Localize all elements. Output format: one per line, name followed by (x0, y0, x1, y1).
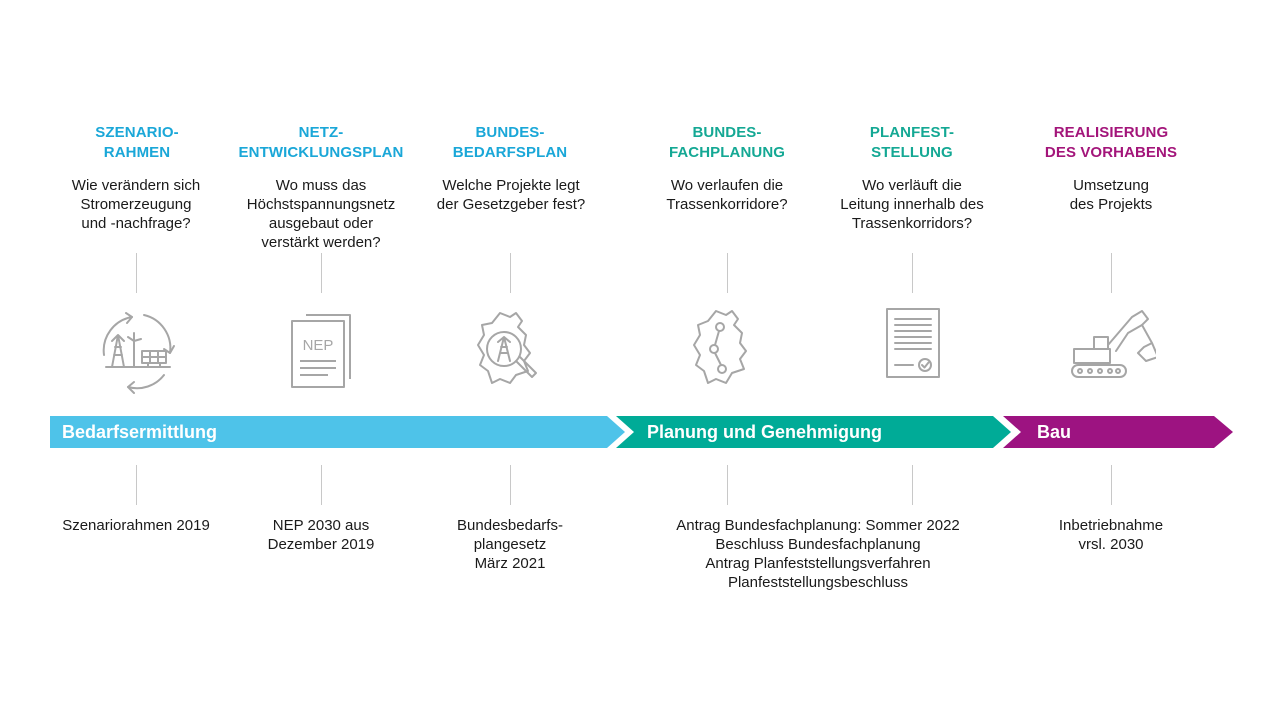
column-milestone-realisierung: Inbetriebnahme vrsl. 2030 (1058, 517, 1164, 553)
column-question-szenariorahmen: Wie verändern sich Stromerzeugung und -n… (71, 177, 201, 232)
approval-document-icon (867, 305, 957, 395)
column-question-bundesbedarfsplan: Welche Projekte legt der Gesetzgeber fes… (436, 177, 586, 213)
connector-line (912, 253, 913, 293)
connector-line (510, 253, 511, 293)
phase-arrow-planung (616, 416, 1011, 448)
column-title-planfeststellung: PLANFEST- STELLUNG (869, 124, 955, 161)
connector-line (136, 465, 137, 505)
column-title-netzentwicklungsplan: NETZ- ENTWICKLUNGSPLAN (238, 124, 404, 161)
phase-arrow-bedarfsermittlung (50, 416, 625, 448)
excavator-icon (1066, 305, 1159, 395)
column-title-bundesfachplanung: BUNDES- FACHPLANUNG (668, 124, 786, 161)
column-question-bundesfachplanung: Wo verlaufen die Trassenkorridore? (666, 177, 788, 213)
column-title-bundesbedarfsplan: BUNDES- BEDARFSPLAN (452, 124, 568, 161)
connector-line (510, 465, 511, 505)
connector-line (912, 465, 913, 505)
column-question-planfeststellung: Wo verläuft die Leitung innerhalb des Tr… (840, 177, 984, 232)
phase-arrow-bau (1003, 416, 1233, 448)
phase-label-planung: Planung und Genehmigung (647, 422, 882, 442)
column-question-netzentwicklungsplan: Wo muss das Höchstspannungsnetz ausgebau… (246, 177, 396, 251)
connector-line (321, 253, 322, 293)
connector-line (727, 465, 728, 505)
column-milestone-netzentwicklungsplan: NEP 2030 aus Dezember 2019 (267, 517, 375, 553)
connector-line (727, 253, 728, 293)
connector-line (1111, 253, 1112, 293)
svg-text:NEP: NEP (303, 337, 334, 354)
phase-arrow-bar (50, 416, 1233, 448)
phase-label-bau: Bau (1037, 422, 1072, 442)
column-milestone-bundesbedarfsplan: Bundesbedarfs- plangesetz März 2021 (457, 517, 563, 572)
energy-cycle-icon (92, 305, 182, 395)
nep-document-icon: NEP (276, 305, 366, 395)
column-title-realisierung: REALISIERUNG DES VORHABENS (1044, 124, 1178, 161)
phase-label-bedarfsermittlung: Bedarfsermittlung (62, 422, 218, 442)
column-milestone-szenariorahmen: Szenariorahmen 2019 (62, 517, 210, 534)
germany-magnifier-icon (466, 305, 556, 395)
column-title-szenariorahmen: SZENARIO- RAHMEN (95, 124, 179, 161)
germany-route-icon (682, 305, 772, 395)
connector-line (321, 465, 322, 505)
column-milestone-bundesfachplanung: Antrag Bundesfachplanung: Sommer 2022 Be… (676, 517, 960, 591)
connector-line (136, 253, 137, 293)
connector-line (1111, 465, 1112, 505)
column-question-realisierung: Umsetzung des Projekts (1069, 177, 1153, 213)
